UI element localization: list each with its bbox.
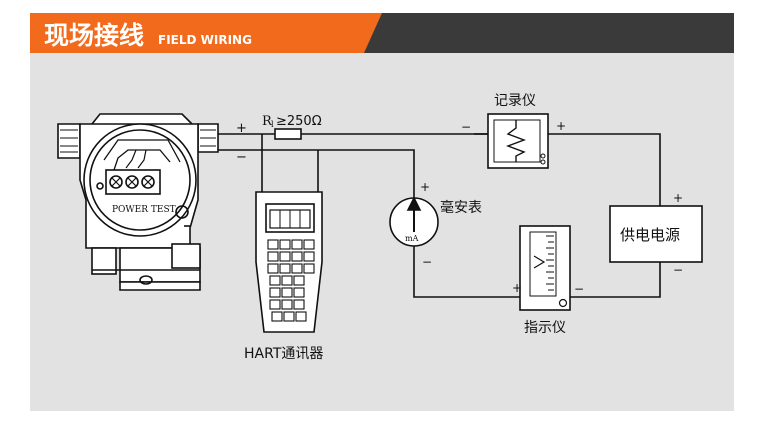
header-title-en: FIELD WIRING bbox=[158, 33, 252, 47]
indicator-plus-label: + bbox=[512, 281, 522, 295]
power-minus-label: − bbox=[673, 263, 683, 277]
wire-negative-loop bbox=[218, 149, 661, 298]
indicator-label: 指示仪 bbox=[524, 320, 566, 336]
milliammeter-unit: mA bbox=[405, 234, 419, 243]
milliammeter bbox=[389, 196, 439, 247]
recorder-plus-label: + bbox=[556, 119, 566, 133]
header-accent-tab bbox=[30, 13, 382, 53]
resistor-subscript: l bbox=[271, 120, 274, 129]
power-plus-label: + bbox=[673, 191, 683, 205]
power-supply bbox=[609, 205, 703, 263]
power-supply-label: 供电电源 bbox=[620, 226, 680, 244]
transmitter-plus-label: + bbox=[236, 121, 247, 136]
load-resistor bbox=[274, 128, 302, 140]
recorder-label: 记录仪 bbox=[494, 93, 536, 109]
transmitter-minus-label: − bbox=[236, 150, 247, 165]
recorder bbox=[487, 113, 549, 169]
wire-positive-loop bbox=[218, 133, 661, 206]
section-header: 现场接线 FIELD WIRING bbox=[30, 13, 734, 53]
indicator-minus-label: − bbox=[574, 282, 584, 296]
recorder-minus-label: − bbox=[461, 120, 471, 134]
milliammeter-plus-label: + bbox=[420, 180, 430, 194]
hart-communicator bbox=[255, 191, 323, 333]
resistor-symbol: R bbox=[262, 114, 273, 129]
hart-label: HART通讯器 bbox=[244, 346, 323, 362]
terminal-label: POWER TEST bbox=[112, 205, 176, 215]
resistor-value: ≥250Ω bbox=[276, 114, 322, 129]
transmitter bbox=[57, 113, 219, 291]
header-title-cn: 现场接线 bbox=[44, 21, 144, 50]
milliammeter-minus-label: − bbox=[422, 255, 432, 269]
indicator bbox=[519, 225, 571, 311]
milliammeter-label: 毫安表 bbox=[440, 199, 482, 216]
